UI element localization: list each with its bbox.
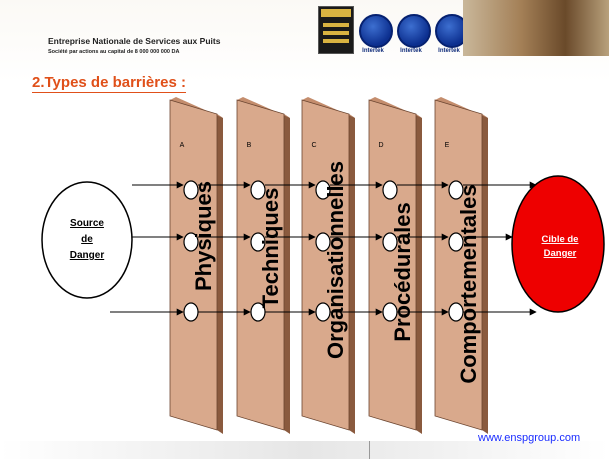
barrier-hole xyxy=(382,232,398,252)
company-logo-icon xyxy=(318,6,354,54)
barrier-letter: A xyxy=(180,142,185,149)
barrier-letter: D xyxy=(378,142,383,149)
source-ellipse xyxy=(41,181,133,299)
footer-band xyxy=(0,441,609,459)
barrier-label: Procédurales xyxy=(390,202,415,341)
source-label-line: de xyxy=(81,234,93,245)
barrier-label: Comportementales xyxy=(456,184,481,383)
barrier-hole xyxy=(382,180,398,200)
source-label-line: Source xyxy=(70,218,104,229)
globe-icon xyxy=(359,14,393,48)
barrier-hole xyxy=(250,232,266,252)
footer-divider xyxy=(369,441,370,459)
certification-label: Intertek xyxy=(400,48,422,54)
barrier-letter: B xyxy=(247,142,252,149)
barrier-hole xyxy=(315,232,331,252)
target-label-line: Danger xyxy=(544,248,577,259)
slide-title: 2.Types de barrières : xyxy=(32,74,186,93)
header-photo-strip xyxy=(463,0,609,56)
barrier-letter: C xyxy=(311,142,316,149)
barrier-hole xyxy=(183,180,199,200)
barrier-hole xyxy=(448,180,464,200)
website-link[interactable]: www.enspgroup.com xyxy=(478,432,581,444)
target-ellipse xyxy=(511,175,605,313)
source-label-line: Danger xyxy=(70,250,105,261)
barrier-label: Organisationnelles xyxy=(323,161,348,359)
barrier-hole xyxy=(448,232,464,252)
barrier-label: Techniques xyxy=(258,188,283,309)
barrier-hole xyxy=(183,232,199,252)
barrier-hole xyxy=(315,180,331,200)
company-subtitle: Société par actions au capital de 8 000 … xyxy=(48,49,180,55)
header: Entreprise Nationale de Services aux Pui… xyxy=(0,0,609,66)
barrier-hole xyxy=(250,180,266,200)
globe-icon xyxy=(397,14,431,48)
company-name: Entreprise Nationale de Services aux Pui… xyxy=(48,36,221,46)
barrier-label: Physiques xyxy=(191,181,216,291)
certification-label: Intertek xyxy=(362,48,384,54)
certification-label: Intertek xyxy=(438,48,460,54)
target-label-line: Cible de xyxy=(542,234,579,245)
barrier-hole xyxy=(183,302,199,322)
barrier-letter: E xyxy=(445,142,450,149)
